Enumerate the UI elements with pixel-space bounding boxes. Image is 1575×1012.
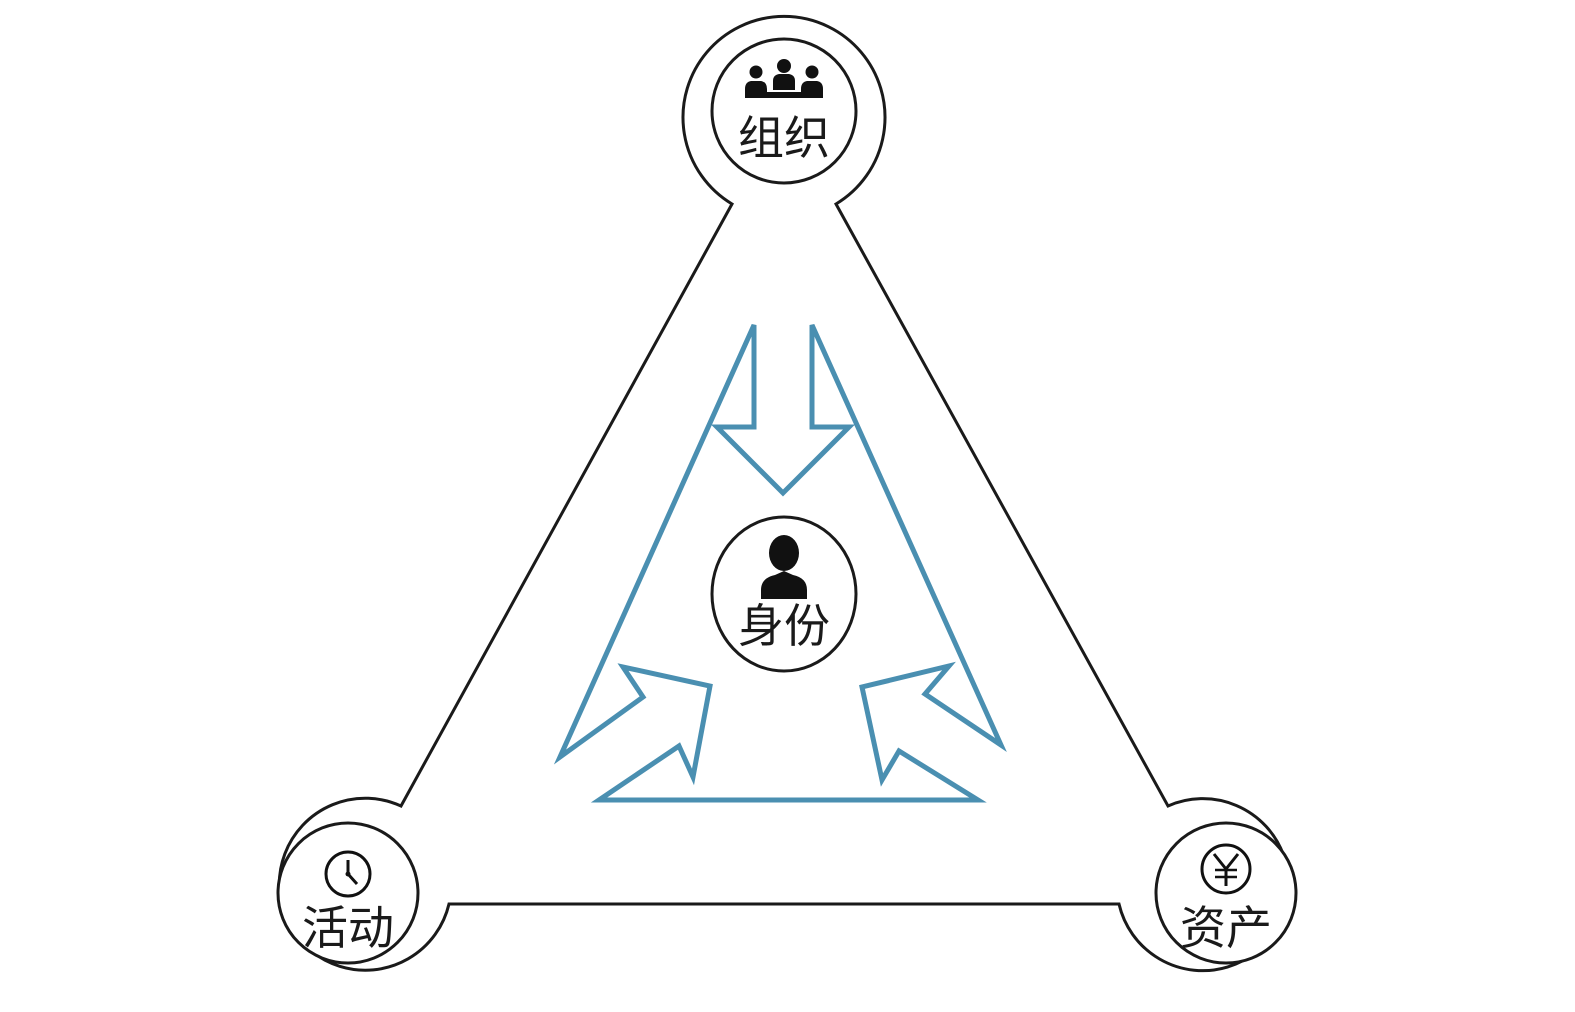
organization-circle (710, 37, 858, 185)
organization-label: 组织 (738, 111, 830, 165)
people-group-icon (745, 59, 823, 98)
activity-label: 活动 (302, 901, 394, 955)
identity-label: 身份 (738, 599, 830, 653)
yen-coin-icon (1200, 843, 1252, 895)
person-icon (761, 535, 807, 599)
inward-arrows-frame (553, 323, 1007, 803)
clock-icon (324, 850, 372, 898)
assets-label: 资产 (1180, 901, 1272, 955)
